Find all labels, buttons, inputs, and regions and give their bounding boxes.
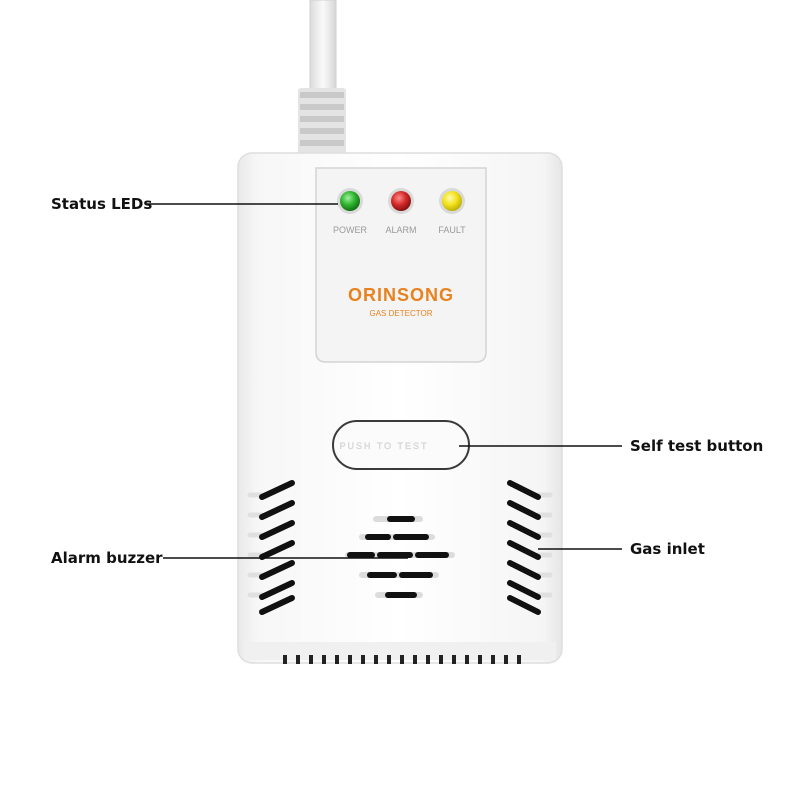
gas-inlet-vent <box>507 480 553 615</box>
led-label-alarm: ALARM <box>385 225 416 235</box>
power-led-light <box>340 191 360 211</box>
alarm-buzzer-grille <box>345 516 455 598</box>
left-vent <box>247 480 295 615</box>
led-label-fault: FAULT <box>438 225 466 235</box>
self-test-button-label: PUSH TO TEST <box>339 441 428 451</box>
fault-led-light <box>442 191 462 211</box>
alarm-led-light <box>391 191 411 211</box>
callout-status-leds: Status LEDs <box>51 195 153 213</box>
power-cable <box>298 0 346 156</box>
callout-self-test-button: Self test button <box>630 437 764 455</box>
status-leds: POWER ALARM FAULT <box>333 188 466 235</box>
brand-logo: ORINSONG <box>348 285 454 305</box>
callout-gas-inlet: Gas inlet <box>630 540 705 558</box>
self-test-button[interactable]: PUSH TO TEST <box>332 420 470 470</box>
leader-lines <box>146 203 622 559</box>
led-label-power: POWER <box>333 225 368 235</box>
bottom-slots <box>283 655 521 664</box>
callout-alarm-buzzer: Alarm buzzer <box>51 549 163 567</box>
front-panel <box>315 167 487 363</box>
product-name: GAS DETECTOR <box>370 309 433 318</box>
